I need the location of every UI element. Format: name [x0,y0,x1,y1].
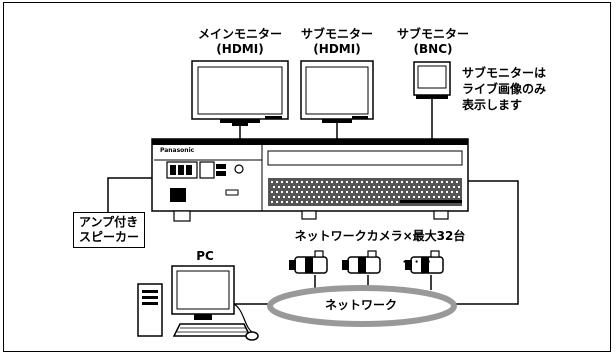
network-camera [342,250,381,274]
speaker-label-line2: スピーカー [79,230,140,244]
recorder-brand: Panasonic [160,147,195,154]
network-camera [289,250,328,274]
sub-monitor-hdmi-label-line2: (HDMI) [313,42,361,56]
sub-monitor-hdmi [300,60,374,123]
sub-monitor-note-line3: 表示します [462,98,523,112]
sub-monitor-hdmi-label-line1: サブモニター [300,27,373,41]
network-label: ネットワーク [324,298,397,312]
camera-count-label: ネットワークカメラ×最大32台 [294,229,466,243]
main-monitor-label-line2: (HDMI) [216,42,264,56]
network-camera [405,250,444,274]
sub-monitor-note-line2: ライブ画像のみ [462,82,547,96]
pc-label: PC [196,249,214,263]
sub-monitor-note-line1: サブモニターは [462,66,547,80]
main-monitor [191,60,289,126]
recorder-vents [271,181,460,203]
main-monitor-label-line1: メインモニター [197,27,282,41]
diagram-frame [3,2,611,352]
camera-ellipsis: ・ ・ ・ [400,258,434,268]
cable-lines [107,99,519,305]
speaker-label: アンプ付き スピーカー [73,212,145,248]
network-cameras [289,250,444,274]
main-monitor-label: メインモニター (HDMI) [183,27,297,57]
pc-workstation [137,265,259,341]
sub-monitor-note: サブモニターは ライブ画像のみ 表示します [462,65,546,113]
sub-monitor-bnc [413,61,451,99]
sub-monitor-bnc-label-line1: サブモニター [396,27,469,41]
sub-monitor-hdmi-label: サブモニター (HDMI) [290,27,384,57]
network-ring [267,285,457,327]
recorder-unit [151,138,469,222]
speaker-label-line1: アンプ付き [79,215,139,229]
sub-monitor-bnc-label-line2: (BNC) [413,42,453,56]
sub-monitor-bnc-label: サブモニター (BNC) [386,27,480,57]
